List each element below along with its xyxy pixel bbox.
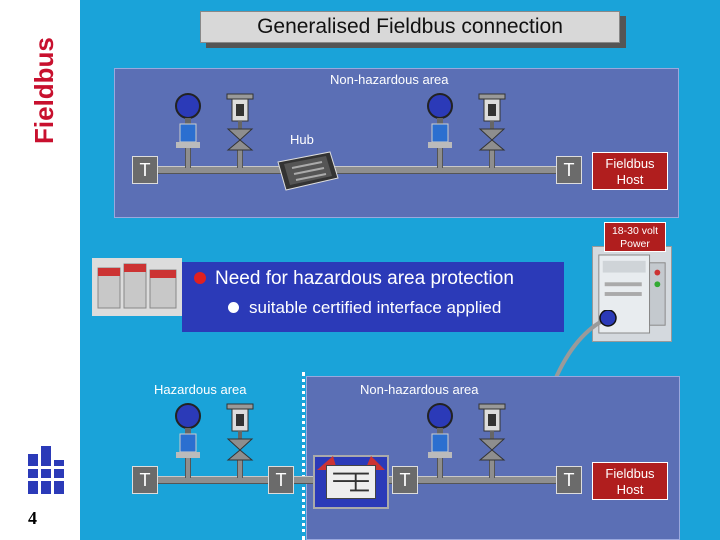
stub xyxy=(489,458,495,478)
barrier-terminal-icon xyxy=(326,465,376,499)
fieldbus-host-bottom: Fieldbus Host xyxy=(592,462,668,500)
page-number: 4 xyxy=(28,508,37,528)
logo-icon xyxy=(24,440,68,496)
terminator: T xyxy=(132,466,158,494)
barrier-products-photo xyxy=(92,258,182,316)
stub xyxy=(237,458,243,478)
stub xyxy=(185,148,191,168)
fieldbus-host-top: Fieldbus Host xyxy=(592,152,668,190)
transmitter-icon xyxy=(175,93,201,148)
hazardous-area-label: Hazardous area xyxy=(154,382,247,397)
valve-icon xyxy=(226,403,254,461)
info-line2: suitable certified interface applied xyxy=(249,298,502,317)
transmitter-icon xyxy=(427,93,453,148)
power-supply-icon xyxy=(592,246,672,342)
host-line2: Host xyxy=(616,482,644,497)
bottom-area-label: Non-hazardous area xyxy=(360,382,479,397)
terminator: T xyxy=(268,466,294,494)
stub xyxy=(185,458,191,478)
host-line1: Fieldbus xyxy=(605,466,655,481)
hub-label: Hub xyxy=(290,132,314,147)
valve-icon xyxy=(478,93,506,151)
hub-icon xyxy=(277,151,339,191)
terminator: T xyxy=(132,156,158,184)
hazardous-area xyxy=(115,376,295,540)
power-line2: Power xyxy=(620,238,650,250)
host-line1: Fieldbus xyxy=(605,156,655,171)
stub xyxy=(237,148,243,168)
top-nonhazardous-area xyxy=(114,68,679,218)
info-line1: Need for hazardous area protection xyxy=(215,268,514,289)
transmitter-icon xyxy=(175,403,201,458)
terminator: T xyxy=(556,466,582,494)
stub xyxy=(437,458,443,478)
host-line2: Host xyxy=(616,172,644,187)
area-boundary xyxy=(302,372,305,540)
power-line1: 18-30 volt xyxy=(611,225,659,237)
top-area-label: Non-hazardous area xyxy=(330,72,449,87)
slide-title: Generalised Fieldbus connection xyxy=(200,11,620,43)
bullet xyxy=(194,272,206,284)
valve-icon xyxy=(478,403,506,461)
valve-icon xyxy=(226,93,254,151)
side-title: Fieldbus xyxy=(29,37,59,144)
power-label: 18-30 volt Power xyxy=(604,222,666,252)
stub xyxy=(489,148,495,168)
transmitter-icon xyxy=(427,403,453,458)
stub xyxy=(437,148,443,168)
side-title-text: Fieldbus xyxy=(29,37,59,144)
info-box xyxy=(182,262,564,332)
terminator: T xyxy=(392,466,418,494)
bullet xyxy=(228,302,239,313)
terminator: T xyxy=(556,156,582,184)
top-bus-line xyxy=(144,166,564,174)
